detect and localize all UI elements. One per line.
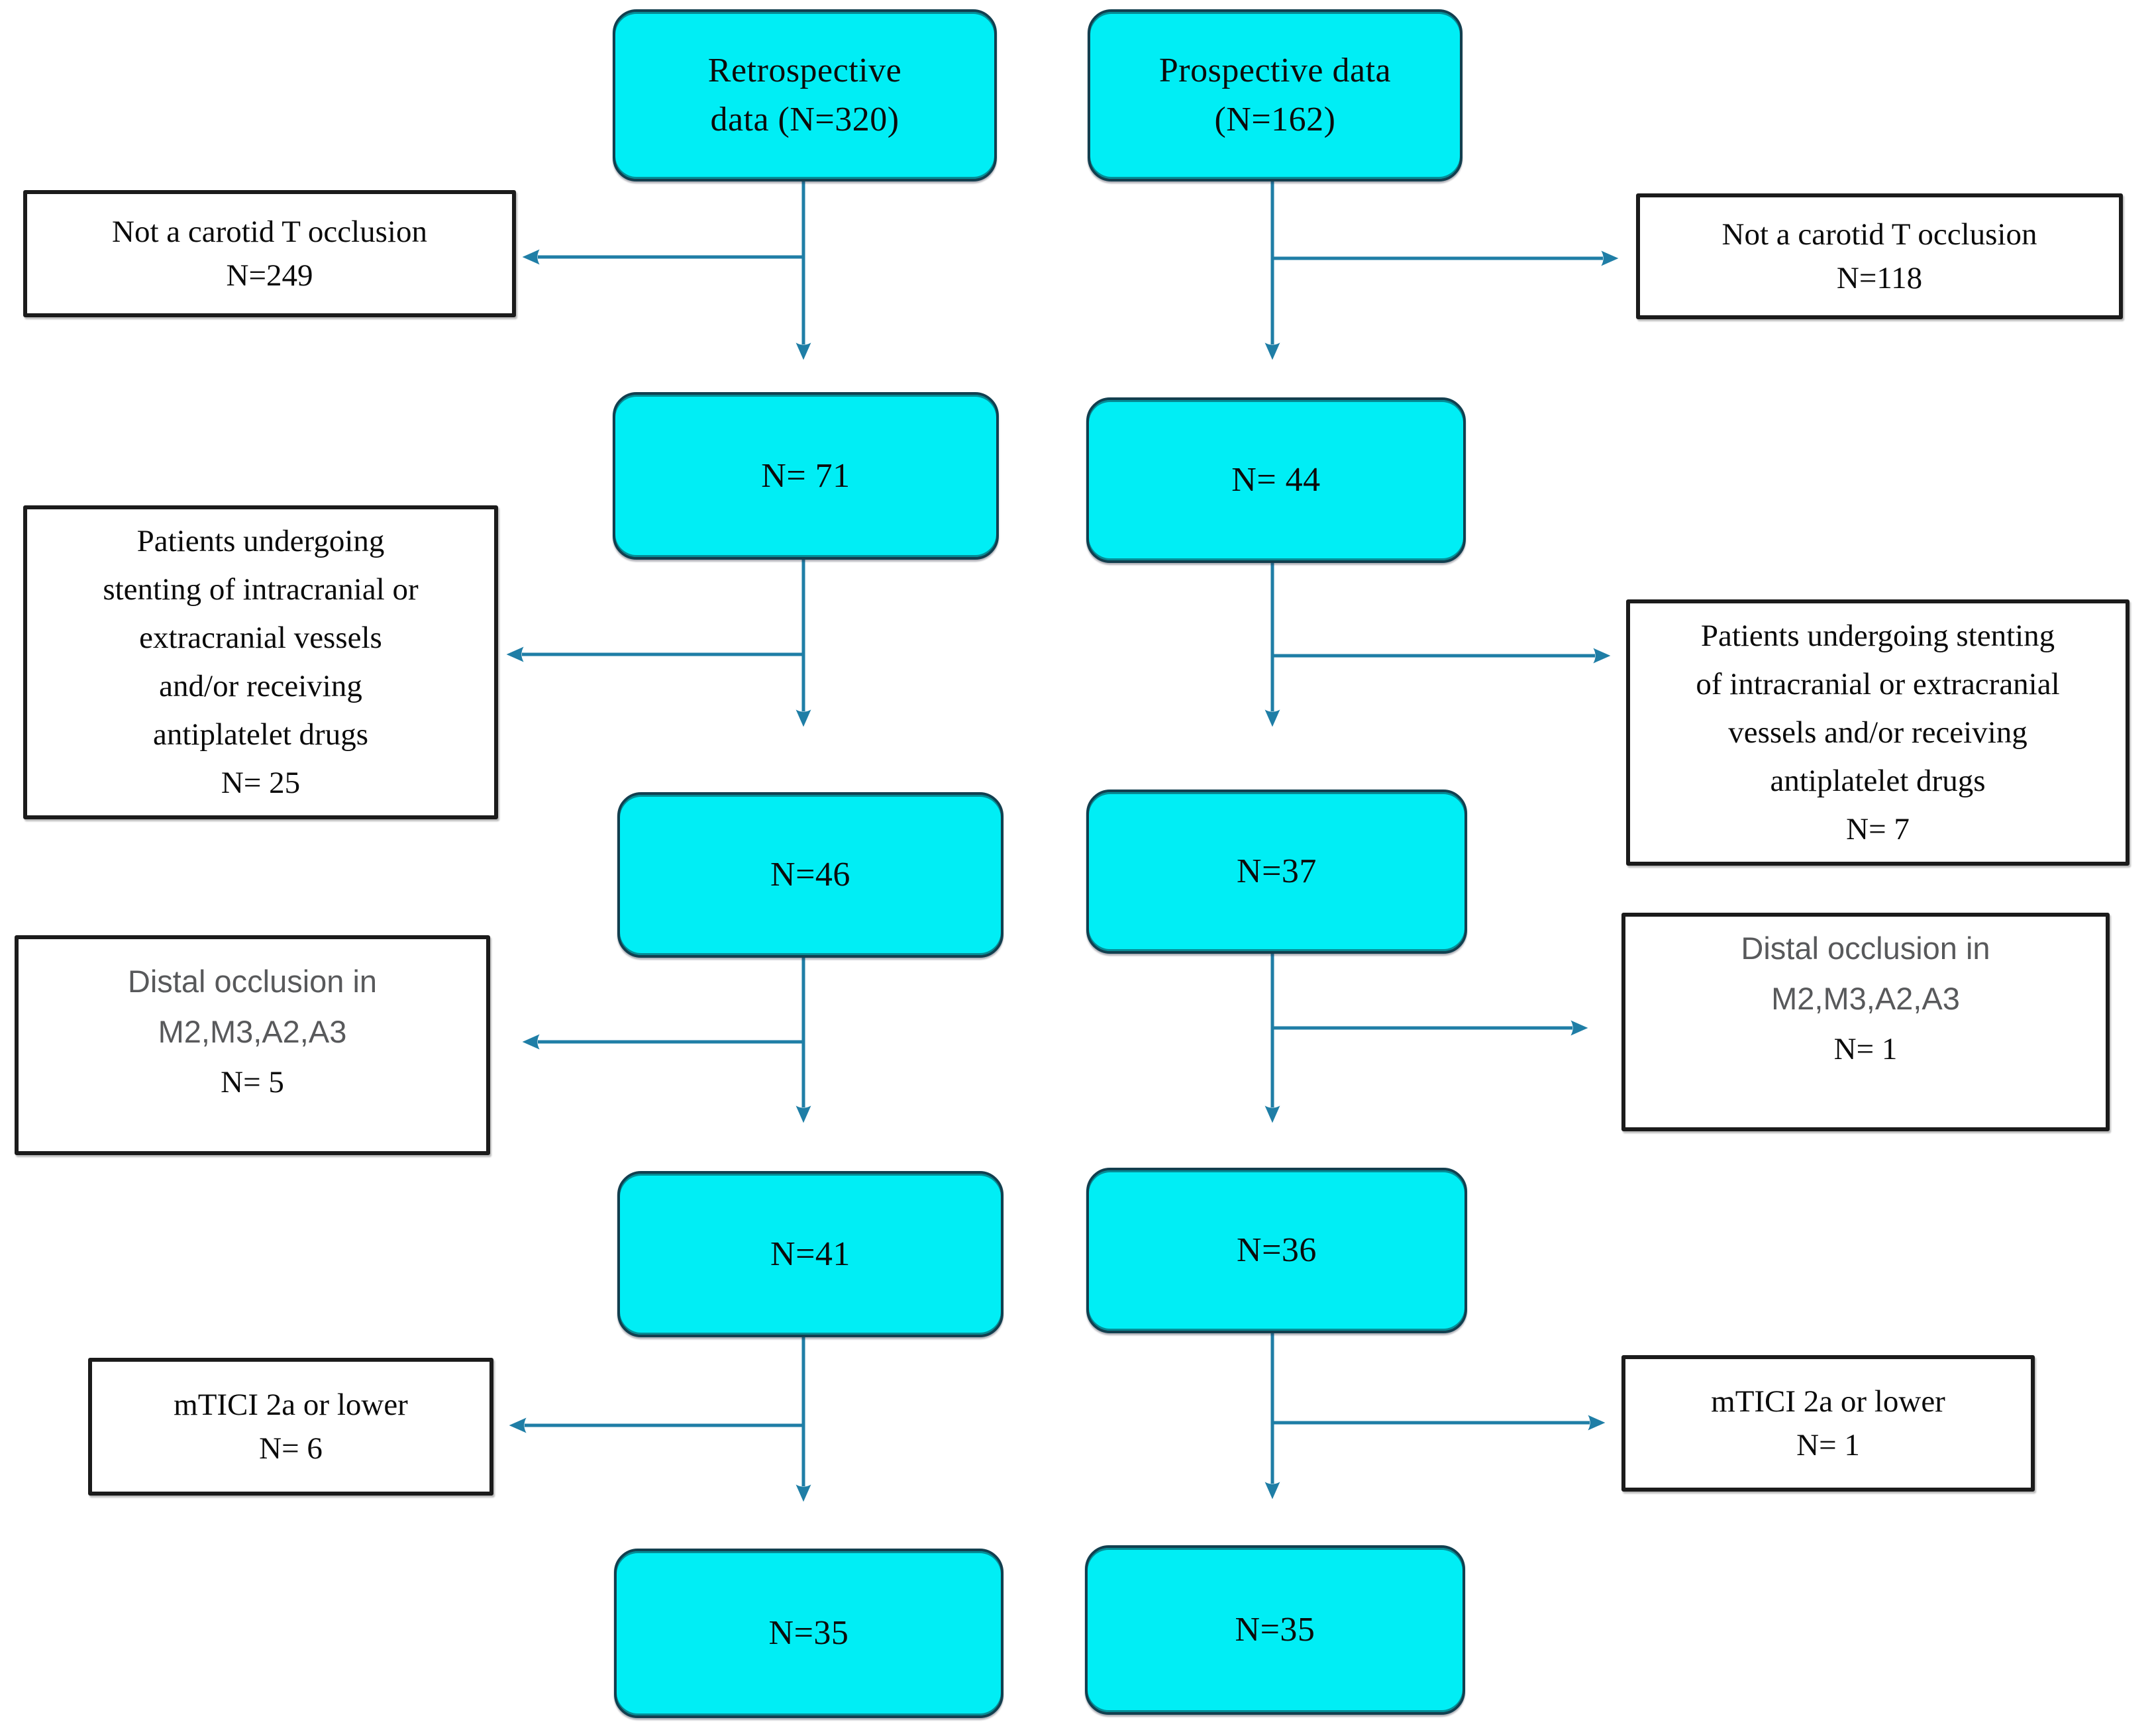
exclusion-text-line: N= 25	[221, 766, 301, 800]
node-prosp-n44: N= 44	[1086, 397, 1466, 563]
node-retro-n35: N=35	[614, 1549, 1003, 1718]
exclusion-text-line: N= 6	[259, 1431, 323, 1466]
exclusion-left-stenting: Patients undergoing stenting of intracra…	[23, 505, 498, 819]
exclusion-left-mtici: mTICI 2a or lower N= 6	[88, 1358, 493, 1496]
exclusion-text-line: vessels and/or receiving	[1728, 715, 2028, 750]
exclusion-text-line: of intracranial or extracranial	[1696, 666, 2060, 701]
node-prospective-start: Prospective data (N=162)	[1088, 9, 1463, 181]
exclusion-text-line: antiplatelet drugs	[153, 717, 368, 752]
exclusion-text-line: N= 7	[1846, 811, 1910, 846]
node-prosp-n36: N=36	[1086, 1168, 1467, 1333]
exclusion-text-line: Not a carotid T occlusion	[1721, 217, 2037, 252]
exclusion-text-line: N=249	[226, 258, 313, 293]
node-label-line: N= 71	[761, 456, 850, 495]
exclusion-text-line: Patients undergoing	[136, 524, 385, 558]
exclusion-text-line: N= 1	[1833, 1032, 1898, 1066]
exclusion-right-distal-occlusion: Distal occlusion in M2,M3,A2,A3 N= 1	[1621, 913, 2110, 1131]
exclusion-left-distal-occlusion: Distal occlusion in M2,M3,A2,A3 N= 5	[15, 935, 490, 1155]
exclusion-text-line: antiplatelet drugs	[1770, 763, 1986, 798]
exclusion-left-not-carotid: Not a carotid T occlusion N=249	[23, 190, 516, 317]
node-retrospective-start: Retrospective data (N=320)	[613, 9, 997, 181]
exclusion-text-line: Distal occlusion in	[1741, 931, 1990, 966]
node-retro-n71: N= 71	[613, 392, 999, 560]
node-label-line: N=37	[1237, 852, 1317, 890]
exclusion-text-line: N= 1	[1796, 1428, 1860, 1462]
node-prosp-n35: N=35	[1085, 1545, 1465, 1715]
node-retro-n41: N=41	[617, 1171, 1003, 1337]
exclusion-text-line: M2,M3,A2,A3	[1771, 981, 1960, 1016]
node-label-line: Retrospective	[707, 52, 902, 89]
exclusion-right-mtici: mTICI 2a or lower N= 1	[1621, 1355, 2035, 1492]
node-label-line: N=46	[770, 856, 850, 893]
exclusion-text-line: stenting of intracranial or	[103, 572, 419, 607]
exclusion-right-stenting: Patients undergoing stenting of intracra…	[1626, 599, 2130, 866]
exclusion-text-line: Patients undergoing stenting	[1700, 618, 2055, 653]
exclusion-text-line: N= 5	[221, 1065, 284, 1099]
exclusion-text-line: extracranial vessels	[139, 621, 382, 655]
exclusion-text-line: M2,M3,A2,A3	[158, 1014, 347, 1049]
node-label-line: N=36	[1237, 1231, 1317, 1269]
exclusion-text-line: Distal occlusion in	[127, 964, 378, 999]
node-label-line: N=35	[1235, 1611, 1315, 1649]
node-label-line: N=35	[768, 1614, 849, 1652]
node-label-line: N= 44	[1231, 461, 1321, 499]
exclusion-text-line: and/or receiving	[159, 669, 362, 703]
exclusion-right-not-carotid: Not a carotid T occlusion N=118	[1636, 193, 2123, 319]
node-label-line: (N=162)	[1214, 101, 1336, 138]
exclusion-text-line: mTICI 2a or lower	[174, 1388, 408, 1422]
exclusion-text-line: N=118	[1836, 261, 1923, 295]
node-label-line: data (N=320)	[710, 101, 899, 138]
node-prosp-n37: N=37	[1086, 790, 1467, 954]
node-retro-n46: N=46	[617, 792, 1003, 958]
node-label-line: N=41	[770, 1235, 850, 1273]
node-label-line: Prospective data	[1158, 52, 1392, 89]
exclusion-text-line: mTICI 2a or lower	[1711, 1384, 1945, 1419]
exclusion-text-line: Not a carotid T occlusion	[112, 215, 427, 249]
